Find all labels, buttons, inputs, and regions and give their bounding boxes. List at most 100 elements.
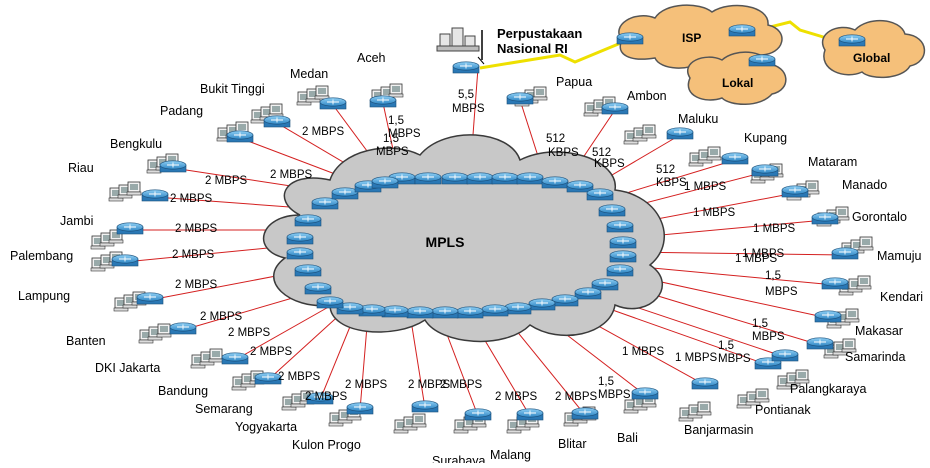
core-router-icon [609, 236, 637, 249]
site-label: Riau [68, 161, 94, 175]
core-router-icon [504, 302, 532, 315]
site-label: Pontianak [755, 403, 811, 417]
site-label: Bengkulu [110, 137, 162, 151]
workstation-icon [138, 323, 172, 344]
bandwidth-label: 1 MBPS [622, 346, 665, 358]
site-label: Makasar [855, 324, 903, 338]
site-router-icon [411, 400, 439, 413]
bandwidth-label: KBPS [548, 147, 579, 159]
site-link [409, 313, 426, 409]
bandwidth-label: 2 MBPS [345, 379, 388, 391]
site-router-icon [319, 97, 347, 110]
mpls-label: MPLS [426, 234, 465, 250]
site-label: Papua [556, 75, 592, 89]
bandwidth-label: 1 MBPS [693, 207, 736, 219]
core-router-icon [311, 197, 339, 210]
core-router-icon [414, 172, 442, 185]
site-router-icon [141, 189, 169, 202]
site-node: Palangkaraya 1 MBPS [675, 349, 866, 396]
workstation-icon [678, 401, 712, 422]
site-label: Palangkaraya [790, 382, 866, 396]
site-router-icon [506, 92, 534, 105]
site-link [234, 304, 333, 361]
bandwidth-label: 2 MBPS [205, 175, 248, 187]
workstation-icon [190, 348, 224, 369]
bandwidth-label: 2 MBPS [302, 126, 345, 138]
site-label: Bukit Tinggi [200, 82, 265, 96]
bandwidth-label: MBPS [765, 286, 798, 298]
global-label: Global [853, 51, 890, 65]
lightning-link-hq [479, 38, 629, 70]
site-router-icon [111, 254, 139, 267]
bandwidth-label: 2 MBPS [495, 391, 538, 403]
bandwidth-label: 1 MBPS [684, 181, 727, 193]
core-router-icon [406, 306, 434, 319]
site-label: Samarinda [845, 350, 905, 364]
core-router-icon [381, 305, 409, 318]
workstation-icon [736, 388, 770, 409]
site-router-icon [721, 152, 749, 165]
bandwidth-label: 2 MBPS [175, 279, 218, 291]
workstation-icon [296, 85, 330, 106]
site-label: Surabaya [432, 454, 486, 463]
site-router-icon [771, 349, 799, 362]
bandwidth-label: 1 MBPS [742, 248, 785, 260]
bandwidth-label: 1,5 [383, 133, 399, 145]
hq-label-line1: Perpustakaan [497, 26, 582, 41]
bandwidth-label: 1 MBPS [753, 223, 796, 235]
site-router-icon [821, 277, 849, 290]
core-router-icon [606, 264, 634, 277]
bandwidth-label: 2 MBPS [555, 391, 598, 403]
site-node: Gorontalo 1 MBPS [753, 206, 907, 235]
hq-bandwidth-line2: MBPS [452, 103, 485, 115]
site-label: Jambi [60, 214, 93, 228]
site-router-icon [691, 377, 719, 390]
core-router-icon [566, 180, 594, 193]
site-link [619, 264, 836, 286]
core-router-icon [431, 306, 459, 319]
site-router-icon [631, 387, 659, 400]
site-router-icon [159, 160, 187, 173]
bandwidth-label: 512 [592, 147, 611, 159]
site-node: Kulon Progo 2 MBPS [292, 379, 439, 452]
hq-router-icon [452, 61, 480, 74]
core-router-icon [541, 176, 569, 189]
core-router-icon [586, 188, 614, 201]
workstation-icon [393, 413, 427, 434]
bandwidth-label: KBPS [656, 177, 687, 189]
core-router-icon [551, 294, 579, 307]
local-router-icon [748, 54, 776, 67]
core-router-icon [574, 287, 602, 300]
core-router-icon [371, 176, 399, 189]
isp-label: ISP [682, 31, 701, 45]
hq-label-line2: Nasional RI [497, 41, 568, 56]
core-router-icon [609, 250, 637, 263]
site-label: Palembang [10, 249, 73, 263]
isp-area: ISP Lokal Global [452, 4, 926, 105]
site-link [267, 309, 346, 381]
local-label: Lokal [722, 76, 753, 90]
bandwidth-label: MBPS [388, 128, 421, 140]
site-router-icon [751, 164, 779, 177]
hq-node: Perpustakaan Nasional RI 5,5 MBPS [436, 26, 582, 115]
site-label: Kulon Progo [292, 438, 361, 452]
site-label: Gorontalo [852, 210, 907, 224]
bandwidth-label: 1 MBPS [675, 352, 718, 364]
site-router-icon [601, 102, 629, 115]
bandwidth-label: 1,5 [388, 115, 404, 127]
bandwidth-label: 2 MBPS [278, 371, 321, 383]
site-router-icon [369, 95, 397, 108]
workstation-icon [108, 181, 142, 202]
